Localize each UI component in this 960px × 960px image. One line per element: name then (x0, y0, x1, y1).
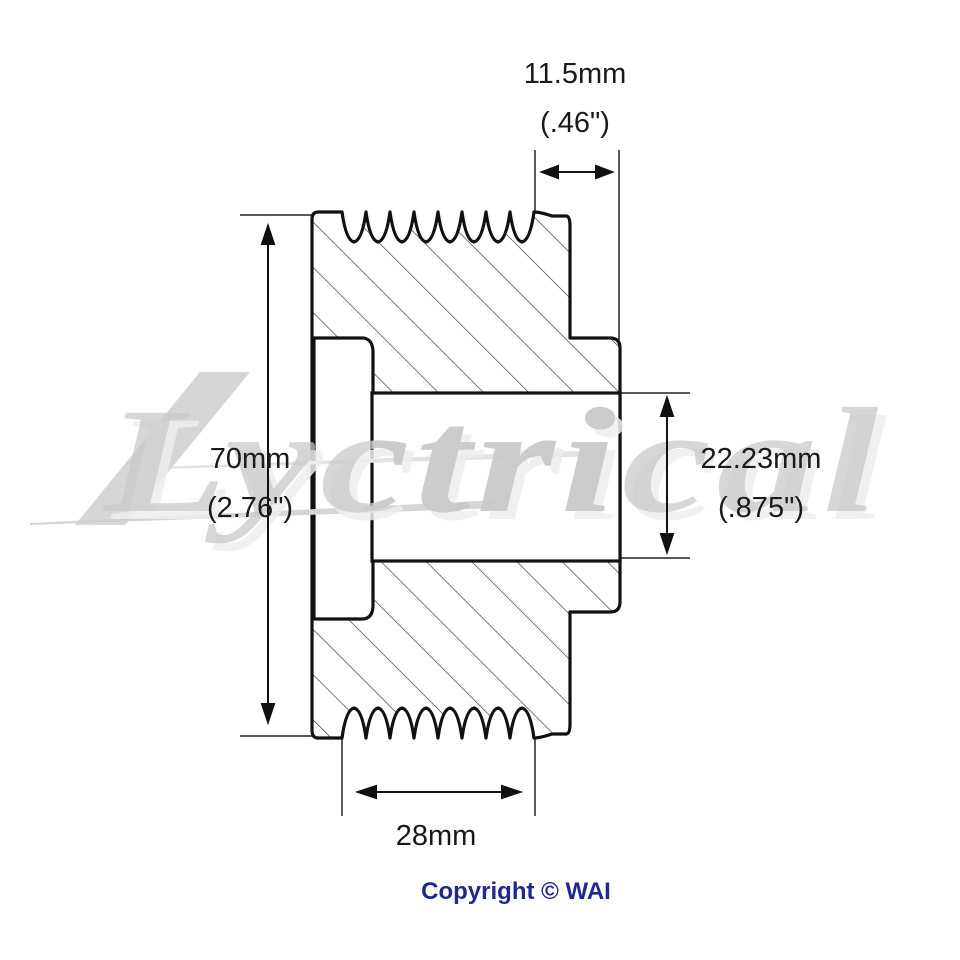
arrow-head-right-icon (595, 164, 615, 180)
groove-width-imperial-label: (.46") (540, 107, 610, 139)
groove-width-metric-label: 11.5mm (524, 58, 627, 90)
watermark-swoosh (30, 372, 600, 525)
watermark-text-shadow: Lyctrical (109, 386, 892, 552)
dimension-labels: 11.5mm (.46") 70mm (2.76") 22.23mm (.875… (207, 58, 821, 852)
watermark-text-over-bore: Lyctrical (101, 378, 884, 544)
bore-diameter-dimension-arrow (659, 394, 675, 556)
rib-width-metric-label: 28mm (396, 820, 477, 852)
pulley-section (310, 210, 622, 740)
watermark: Lyctrical Lyctrical Lyctrical (30, 372, 892, 552)
hub-flange (312, 336, 375, 621)
watermark-text: Lyctrical (101, 378, 884, 544)
rib-width-dimension-arrow (354, 784, 524, 800)
arrow-head-down-icon (659, 533, 675, 556)
bore-diameter-imperial-label: (.875") (718, 492, 804, 524)
shaft-bore (370, 391, 622, 563)
arrow-head-right-icon (501, 784, 524, 800)
arrow-head-down-icon (260, 703, 276, 726)
arrow-head-left-icon (539, 164, 559, 180)
outer-diameter-dimension-arrow (260, 222, 276, 726)
outer-diameter-metric-label: 70mm (210, 443, 291, 475)
copyright-notice: Copyright © WAI (421, 878, 611, 905)
groove-width-dimension-arrow (539, 164, 615, 180)
bore-diameter-metric-label: 22.23mm (701, 443, 822, 475)
extension-lines (240, 150, 690, 816)
dimension-lines (260, 164, 675, 800)
arrow-head-left-icon (354, 784, 377, 800)
arrow-head-up-icon (260, 222, 276, 245)
arrow-head-up-icon (659, 394, 675, 417)
outer-diameter-imperial-label: (2.76") (207, 492, 293, 524)
